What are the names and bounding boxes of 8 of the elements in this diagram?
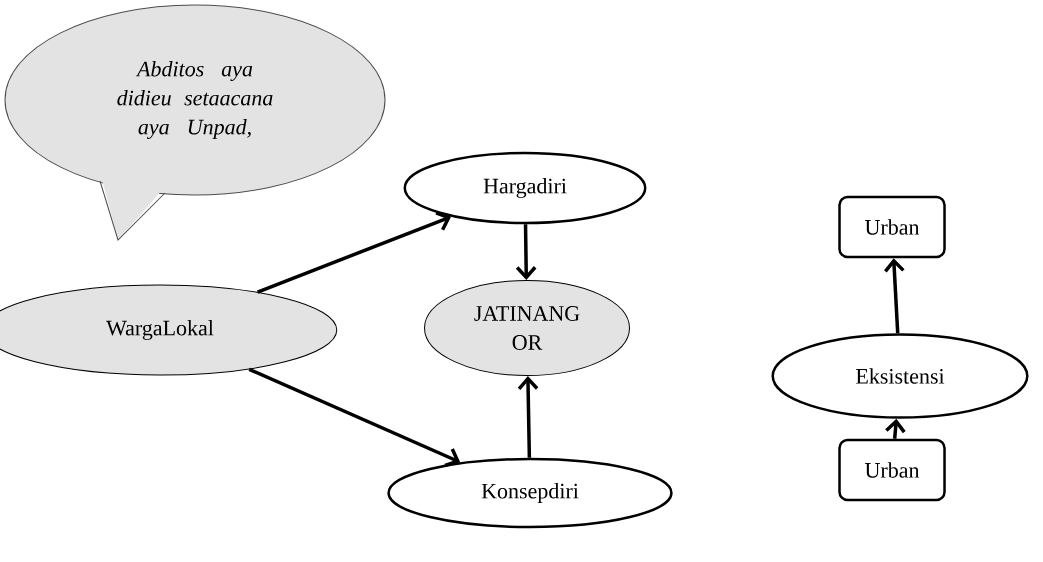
rounded-box: Urban	[838, 195, 946, 259]
arrow	[884, 258, 905, 334]
arrow	[257, 211, 452, 294]
arrow	[248, 367, 461, 468]
rounded-box: Urban	[838, 438, 946, 502]
arrow	[517, 376, 539, 458]
arrow	[515, 224, 537, 280]
speech-bubble: Abditos aya didieu setaacana aya Unpad,	[4, 4, 386, 241]
